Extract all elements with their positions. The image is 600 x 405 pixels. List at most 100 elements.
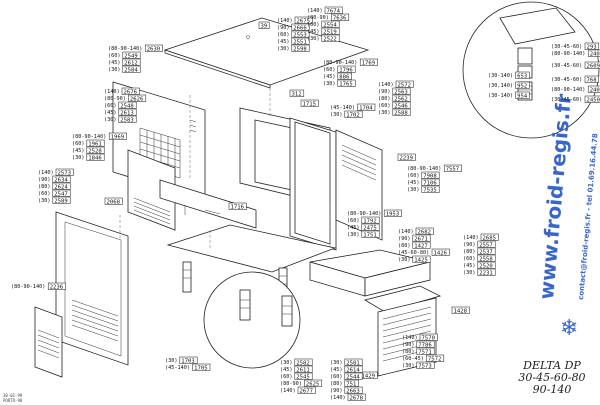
callout-box <box>416 361 435 369</box>
callout-box <box>477 247 496 255</box>
callout-box <box>361 230 380 238</box>
callout-box <box>477 240 496 248</box>
callout-number: 2614 <box>346 367 360 373</box>
callout-box <box>395 80 414 88</box>
callout-2562: (80)2562 <box>378 94 411 102</box>
callout-box <box>289 89 305 97</box>
callout-number: 2551 <box>293 39 306 45</box>
callout-box <box>480 233 499 241</box>
callout-1846: (30)1846 <box>72 153 105 161</box>
callout-number: 312 <box>292 91 302 97</box>
callout-number: 2547 <box>54 191 67 197</box>
callout-number: 2581 <box>346 360 359 366</box>
callout-label: (60) <box>347 218 360 224</box>
callout-1704: (45-140)1704 <box>330 103 376 111</box>
callout-2558: (60)2558 <box>463 254 496 262</box>
callout-1715: 1715 <box>300 99 319 107</box>
callout-box <box>584 61 600 69</box>
callout-number: 952 <box>517 83 527 89</box>
callout-box <box>291 44 310 52</box>
callout-box <box>294 16 313 24</box>
callout-label: (60) <box>463 256 476 262</box>
callout-number: 2545 <box>296 374 309 380</box>
callout-7106: (45)7106 <box>407 178 440 186</box>
callout-box <box>52 175 71 183</box>
callout-number: 2588 <box>394 110 408 116</box>
callout-number: 2675 <box>297 18 310 24</box>
callout-box <box>337 79 356 87</box>
callout-2678: (140)2678 <box>330 393 366 401</box>
callout-2528: (45)2528 <box>72 146 105 154</box>
callout-2236: (80-90-140)2236 <box>11 282 66 290</box>
callout-number: 2520 <box>479 263 492 269</box>
callout-39: 39 <box>258 21 270 29</box>
callout-number: 2625 <box>306 381 319 387</box>
callout-box <box>118 115 137 123</box>
callout-1703: (30)1703 <box>165 356 198 364</box>
callout-box <box>344 386 363 394</box>
callout-label: (80) <box>330 381 343 387</box>
callout-label: (140) <box>463 235 479 241</box>
callout-2666: (90)2666 <box>277 23 310 31</box>
callout-number: 2563 <box>394 89 407 95</box>
callout-2626: (80-90)2626 <box>104 94 147 102</box>
callout-box <box>47 282 66 290</box>
callout-number: 2572 <box>398 82 411 88</box>
callout-2520: (45)2520 <box>463 261 496 269</box>
callout-label: (30-140) <box>488 73 513 79</box>
callout-label: (140) <box>277 18 293 24</box>
callout-2614: (45)2614 <box>330 365 363 373</box>
callout-2547: (60)2547 <box>38 189 71 197</box>
callout-box <box>121 87 140 95</box>
callout-box <box>587 85 600 93</box>
callout-7674: (140)7674 <box>307 6 343 14</box>
callout-box <box>291 23 310 31</box>
callout-box <box>359 58 378 66</box>
callout-box <box>344 372 363 380</box>
callout-label: (60) <box>108 53 121 59</box>
callout-label: (30,140) <box>488 83 513 89</box>
callout-box <box>108 132 127 140</box>
callout-label: (45-140) <box>165 365 190 371</box>
callout-number: 7786 <box>418 342 431 348</box>
front-grille <box>377 297 437 377</box>
callout-number: 2573 <box>58 170 71 176</box>
callout-number: 2630 <box>147 46 160 52</box>
callout-label: (90) <box>277 25 290 31</box>
callout-label: (45) <box>280 367 293 373</box>
callout-7636: (80-90)7636 <box>307 13 350 21</box>
callout-label: (80-90) <box>104 96 126 102</box>
callout-number: 1425 <box>414 257 427 263</box>
callout-box <box>52 182 71 190</box>
callout-number: 7674 <box>327 8 341 14</box>
callout-2403: (80-90-140)2403 <box>551 49 600 57</box>
callout-1429: 1429 <box>359 371 378 379</box>
callout-number: 2634 <box>54 177 68 183</box>
callout-box <box>128 94 147 102</box>
callout-number: 1702 <box>346 112 359 118</box>
callout-7572: (60-45)7572 <box>402 354 445 362</box>
callout-label: (60) <box>378 103 391 109</box>
callout-653: (30-140)653 <box>488 71 530 79</box>
callout-2676: (140)2676 <box>104 87 140 95</box>
callout-box <box>431 248 450 256</box>
snowflake-icon: ❄ <box>560 316 578 341</box>
callout-2582: (30)2582 <box>280 358 313 366</box>
callout-7571: (80)7571 <box>402 347 435 355</box>
callout-2589: (30)2589 <box>38 196 71 204</box>
callout-box <box>412 255 431 263</box>
model-line-sizes-a: 30-45-60-80 <box>518 371 586 384</box>
callout-label: (30) <box>277 46 290 52</box>
callout-number: 2557 <box>479 242 492 248</box>
callout-number: 1769 <box>362 60 375 66</box>
callout-1702: (30)1702 <box>330 110 363 118</box>
callout-number: 2553 <box>293 32 306 38</box>
callout-label: (80) <box>378 96 391 102</box>
callout-952: (30,140) 952 <box>488 81 530 89</box>
callout-2598: (30)2598 <box>277 44 310 52</box>
callout-2068: 2068 <box>104 197 123 205</box>
callout-box <box>344 365 363 373</box>
callout-box <box>122 51 141 59</box>
callout-number: 1792 <box>363 218 376 224</box>
